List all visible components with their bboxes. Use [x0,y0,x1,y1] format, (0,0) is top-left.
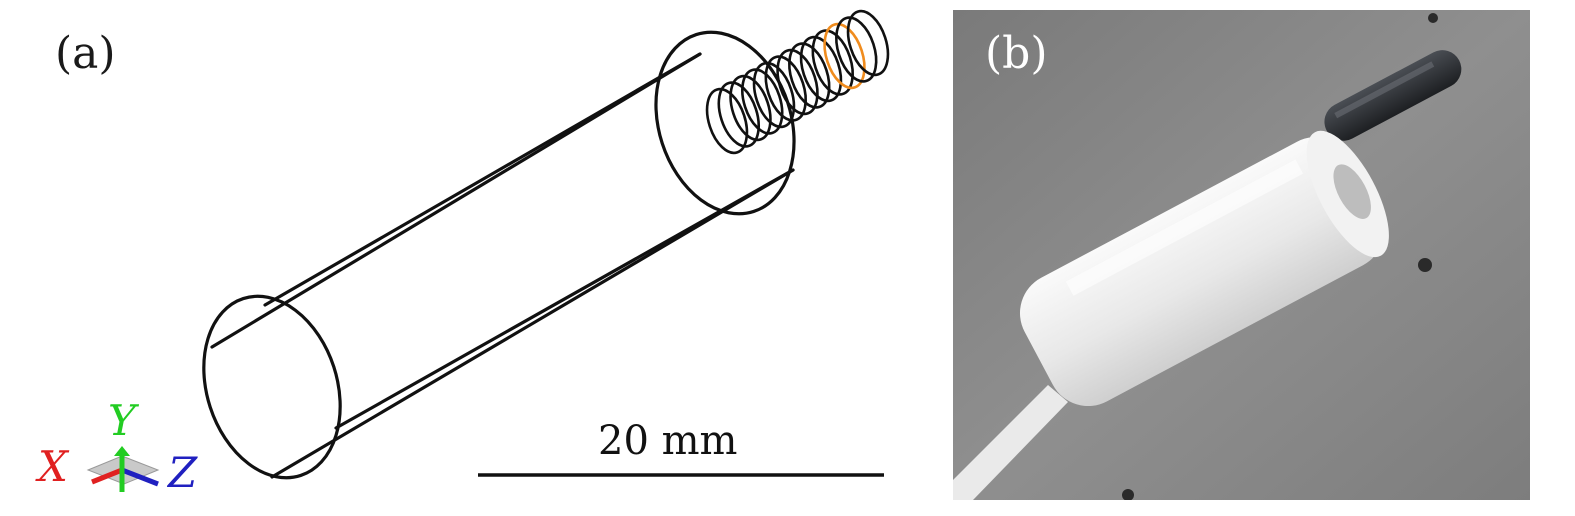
coil-turn [776,48,819,116]
cylinder-inner-edge [263,52,702,307]
coil-turn [823,22,866,90]
cylinder-left-end [202,294,342,480]
coil-turn [741,68,784,135]
coil-turn [811,29,854,96]
coil-turn [705,87,749,155]
coil-turn [717,81,760,148]
coil-turn [729,74,772,142]
device-photo [953,10,1530,500]
coil-turn [788,42,831,109]
panel-b-label: (b) [985,28,1048,79]
cylinder-edge-bottom [270,168,795,479]
coil-turn [764,55,807,122]
coil-turn [846,9,890,77]
y-axis-label: Y [108,396,136,445]
wireframe-diagram [86,9,890,492]
cylinder-inner-edge-2 [334,168,795,430]
coil-turn [752,61,796,129]
z-axis-label: Z [168,448,198,497]
panel-a-label: (a) [55,28,116,79]
coil-spring [705,9,890,155]
cylinder-edge-top [210,52,702,349]
coil-turn [799,35,843,103]
x-axis-label: X [38,442,68,491]
scale-bar-label: 20 mm [598,418,738,464]
photo-panel [953,10,1530,500]
axis-triad-icon [86,446,160,492]
coil-turn [835,16,878,83]
